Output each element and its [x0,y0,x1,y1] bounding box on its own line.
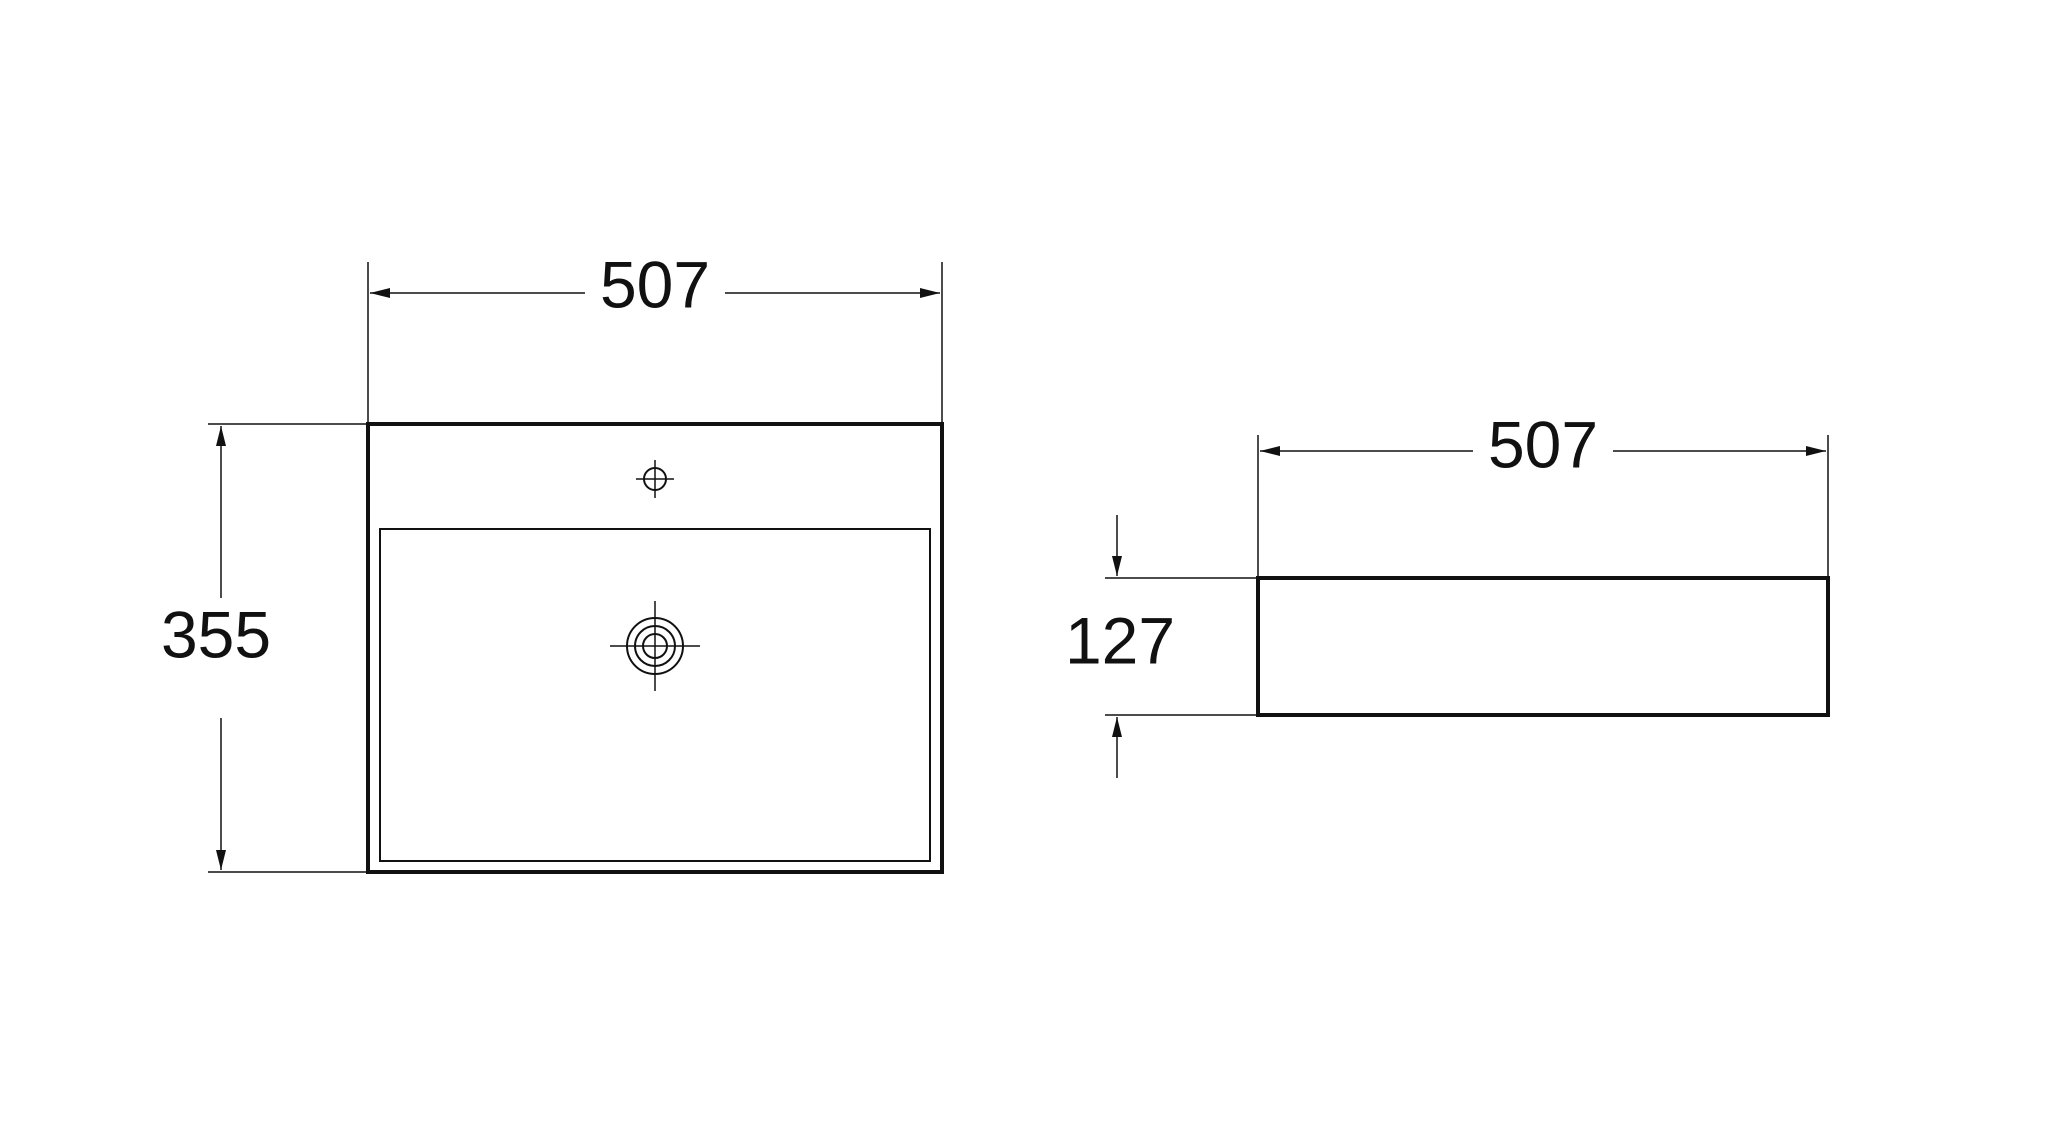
tap-hole-icon [636,460,674,498]
side-width-dimension: 507 [1257,407,1829,578]
top-view: 507 355 [161,247,944,874]
basin-outline [366,422,944,874]
side-height-label: 127 [1065,603,1175,677]
side-outline [1256,576,1830,717]
side-width-label: 507 [1488,407,1598,481]
top-depth-dimension: 355 [161,423,368,873]
basin-bowl [379,528,931,862]
top-depth-label: 355 [161,597,271,671]
side-view: 507 127 [1065,407,1830,778]
top-width-dimension: 507 [367,247,943,424]
drain-icon [610,601,700,691]
side-height-dimension: 127 [1065,515,1258,778]
top-width-label: 507 [600,247,710,321]
